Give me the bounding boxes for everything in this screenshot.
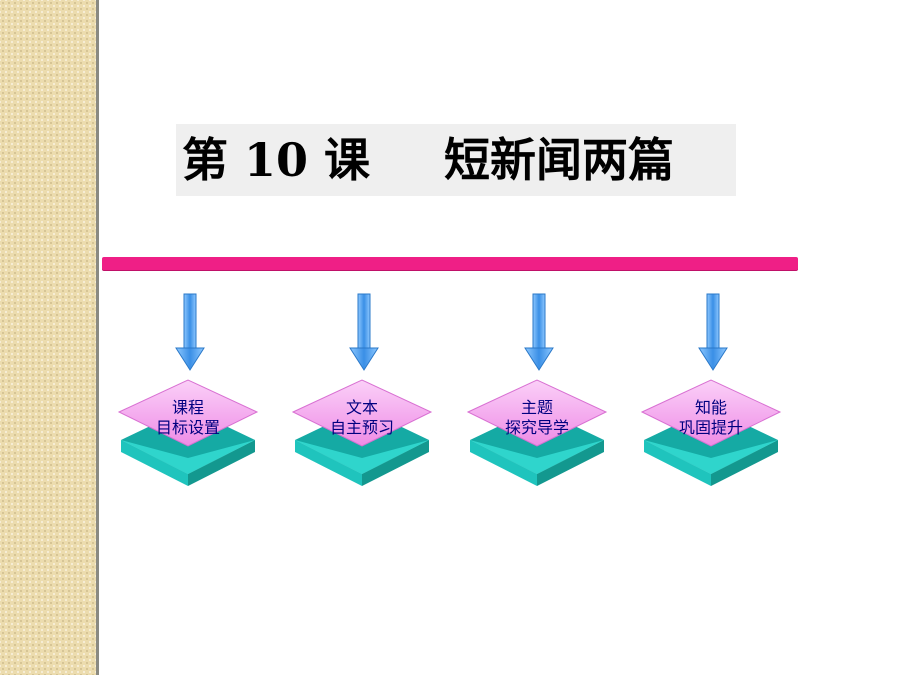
nav-label-line1: 文本 [345,398,378,417]
nav-label-line1: 课程 [171,398,204,417]
nav-block-graphic [291,293,433,486]
nav-label-line2: 巩固提升 [678,418,743,437]
nav-label-line2: 探究导学 [504,418,569,437]
divider-bar [102,257,798,270]
nav-label-line2: 目标设置 [155,418,220,437]
nav-item-course-goals[interactable]: 课程 目标设置 [113,290,263,490]
nav-item-topic-inquiry[interactable]: 主题 探究导学 [462,290,612,490]
nav-item-consolidation[interactable]: 知能 巩固提升 [636,290,786,490]
page-title: 第 10 课 短新闻两篇 [176,124,736,196]
nav-label-line1: 知能 [694,398,727,417]
title-lesson-name: 短新闻两篇 [444,133,674,187]
title-lesson-number: 第 10 课 [182,133,371,187]
nav-block-graphic [640,293,782,486]
down-arrow-icon [175,293,205,371]
nav-block-graphic [466,293,608,486]
down-arrow-icon [698,293,728,371]
down-arrow-icon [349,293,379,371]
nav-label-line1: 主题 [520,398,553,417]
decorative-side-strip [0,0,99,675]
nav-item-text-preview[interactable]: 文本 自主预习 [287,290,437,490]
down-arrow-icon [524,293,554,371]
nav-label-line2: 自主预习 [329,418,394,437]
nav-block-graphic [117,293,259,486]
